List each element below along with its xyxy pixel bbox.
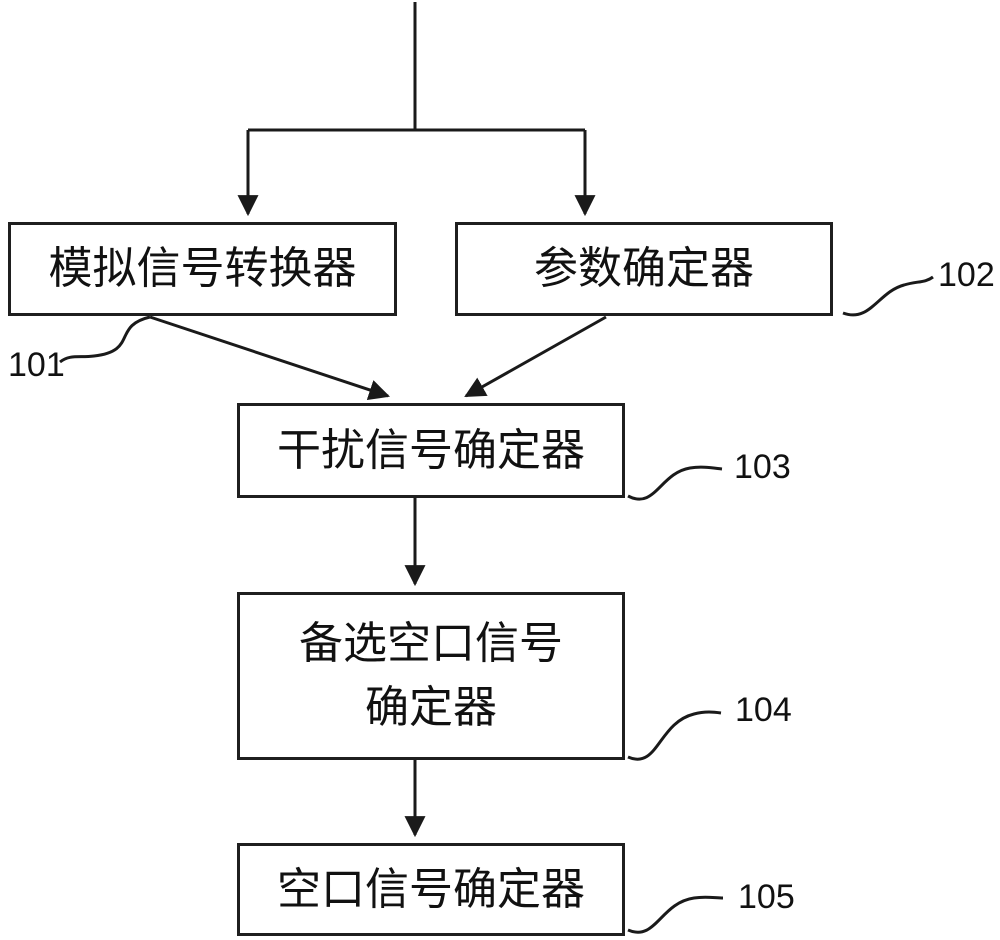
ref-label-104: 104 <box>735 691 792 729</box>
ref-label-103: 103 <box>734 448 791 486</box>
box-air-interface-signal-determiner-label: 空口信号确定器 <box>277 864 585 914</box>
box-interference-signal-determiner-label: 干扰信号确定器 <box>277 425 585 475</box>
leader-line-103 <box>627 465 723 501</box>
leader-line-101 <box>59 315 151 364</box>
leader-line-104 <box>627 710 722 761</box>
arrow-102-to-103 <box>464 315 607 398</box>
box-parameter-determiner: 参数确定器 <box>455 222 833 316</box>
leader-line-105 <box>627 895 724 934</box>
box-analog-signal-converter: 模拟信号转换器 <box>8 222 397 316</box>
arrow-101-to-103 <box>149 315 390 401</box>
leader-line-102 <box>842 275 934 317</box>
box-air-interface-signal-determiner: 空口信号确定器 <box>237 843 625 936</box>
box-analog-signal-converter-label: 模拟信号转换器 <box>48 244 357 294</box>
ref-label-101: 101 <box>8 346 65 384</box>
box-candidate-air-interface-signal-determiner-label: 备选空口信号确定器 <box>299 619 563 732</box>
box-parameter-determiner-label: 参数确定器 <box>534 244 754 294</box>
box-interference-signal-determiner: 干扰信号确定器 <box>237 403 625 498</box>
ref-label-105: 105 <box>738 878 795 916</box>
ref-label-102: 102 <box>938 256 995 294</box>
box-candidate-air-interface-signal-determiner: 备选空口信号确定器 <box>237 592 625 760</box>
